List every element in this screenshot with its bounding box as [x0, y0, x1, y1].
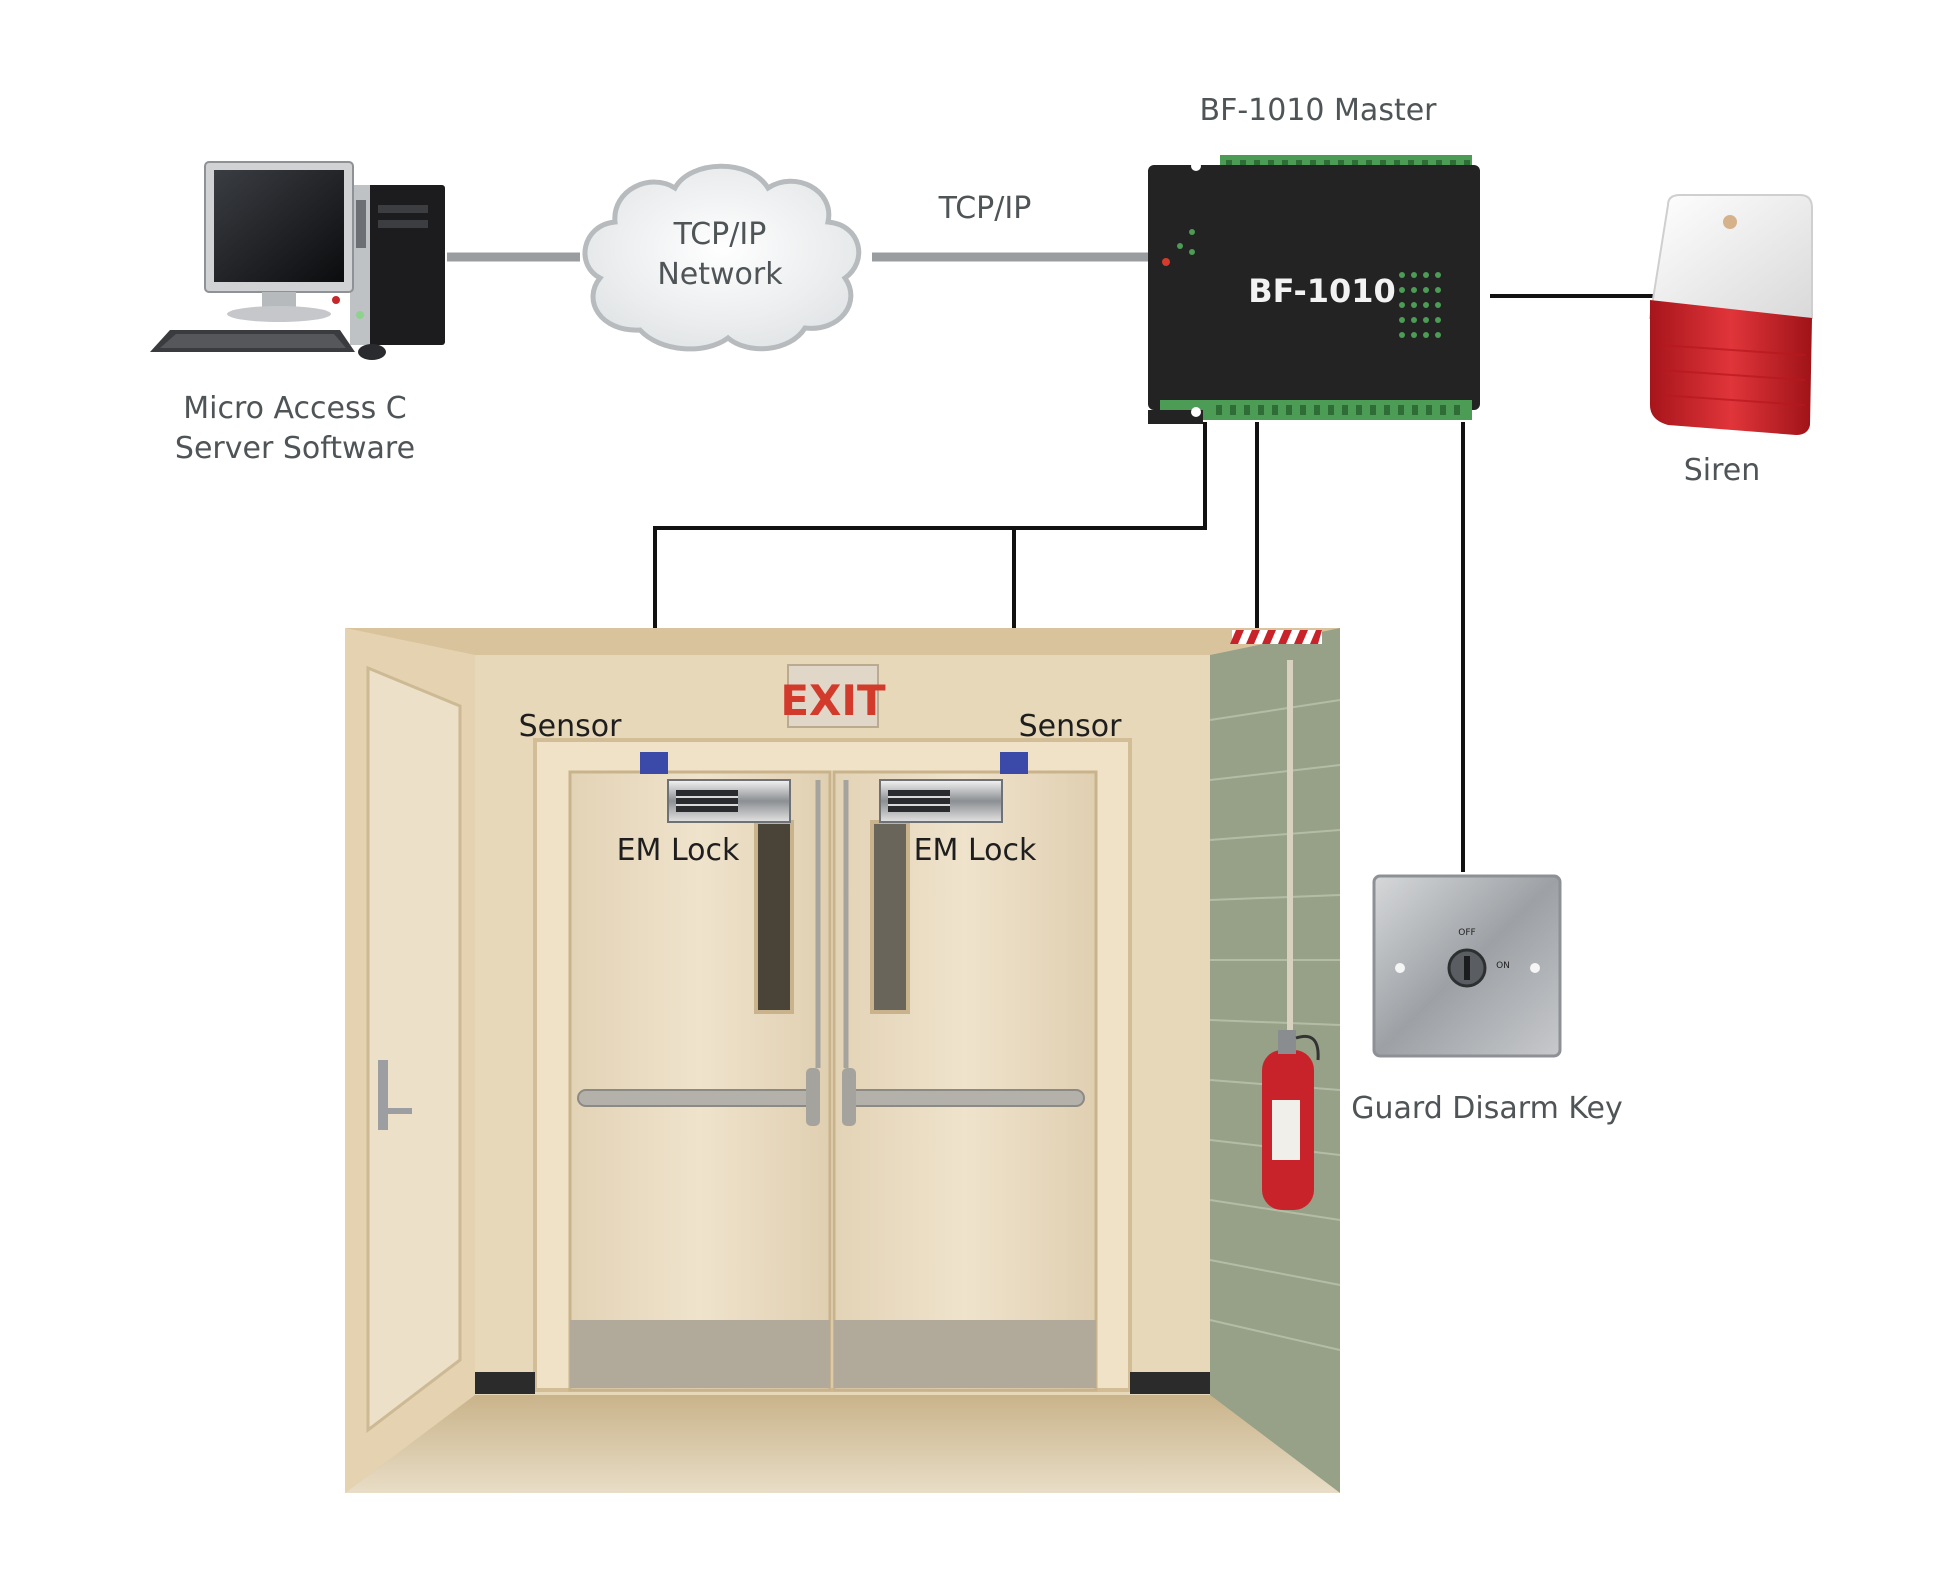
sensor-right-label: Sensor [1019, 709, 1122, 744]
computer-label-line1: Micro Access C [183, 391, 406, 426]
siren-white-cover [1648, 194, 1813, 319]
computer-mouse [358, 344, 386, 360]
controller-face-text: BF-1010 [1248, 272, 1396, 310]
exit-sign: EXIT [780, 664, 886, 728]
fire-extinguisher [1262, 660, 1320, 1210]
sensor-right-block [1000, 752, 1028, 774]
computer-workstation: Micro Access C Server Software [150, 161, 445, 466]
floor [345, 1395, 1340, 1493]
key-off-text: OFF [1458, 928, 1475, 938]
emlock-left-device [667, 779, 791, 823]
emlock-right-device [879, 779, 1003, 823]
siren-red-lens [1650, 300, 1812, 435]
siren-label: Siren [1684, 453, 1761, 488]
sensor-left-block [640, 752, 668, 774]
siren-device: Siren [1648, 194, 1813, 488]
key-switch-label: Guard Disarm Key [1351, 1091, 1622, 1126]
bf1010-controller: BF-1010 Master [1148, 93, 1480, 424]
key-on-text: ON [1496, 961, 1510, 971]
door-scene: EXIT [345, 628, 1341, 1493]
computer-label-line2: Server Software [175, 431, 415, 466]
exit-sign-text: EXIT [780, 676, 886, 725]
emlock-left-label: EM Lock [617, 833, 740, 868]
sensor-left-label: Sensor [519, 709, 622, 744]
door-window-right [870, 820, 910, 1014]
cloud-shape [582, 163, 862, 352]
guard-disarm-key-switch: OFF ON Guard Disarm Key [1351, 874, 1623, 1126]
controller-title: BF-1010 Master [1200, 93, 1438, 128]
kick-plate-left [570, 1320, 830, 1388]
cloud-label-line2: Network [657, 257, 783, 292]
door-hardware: Sensor Sensor EM Lock EM Lock [519, 709, 1122, 868]
kick-plate-right [834, 1320, 1096, 1388]
cloud-label-line1: TCP/IP [673, 217, 767, 252]
door-window-left [754, 820, 794, 1014]
network-cloud: TCP/IP Network [582, 163, 862, 352]
tcpip-link-label: TCP/IP [938, 191, 1032, 226]
monitor-screen [214, 170, 344, 282]
emlock-right-label: EM Lock [914, 833, 1037, 868]
push-bar-left [577, 1089, 817, 1107]
push-bar-right [845, 1089, 1085, 1107]
controller-body [1148, 165, 1480, 410]
left-side-door [366, 665, 462, 1434]
